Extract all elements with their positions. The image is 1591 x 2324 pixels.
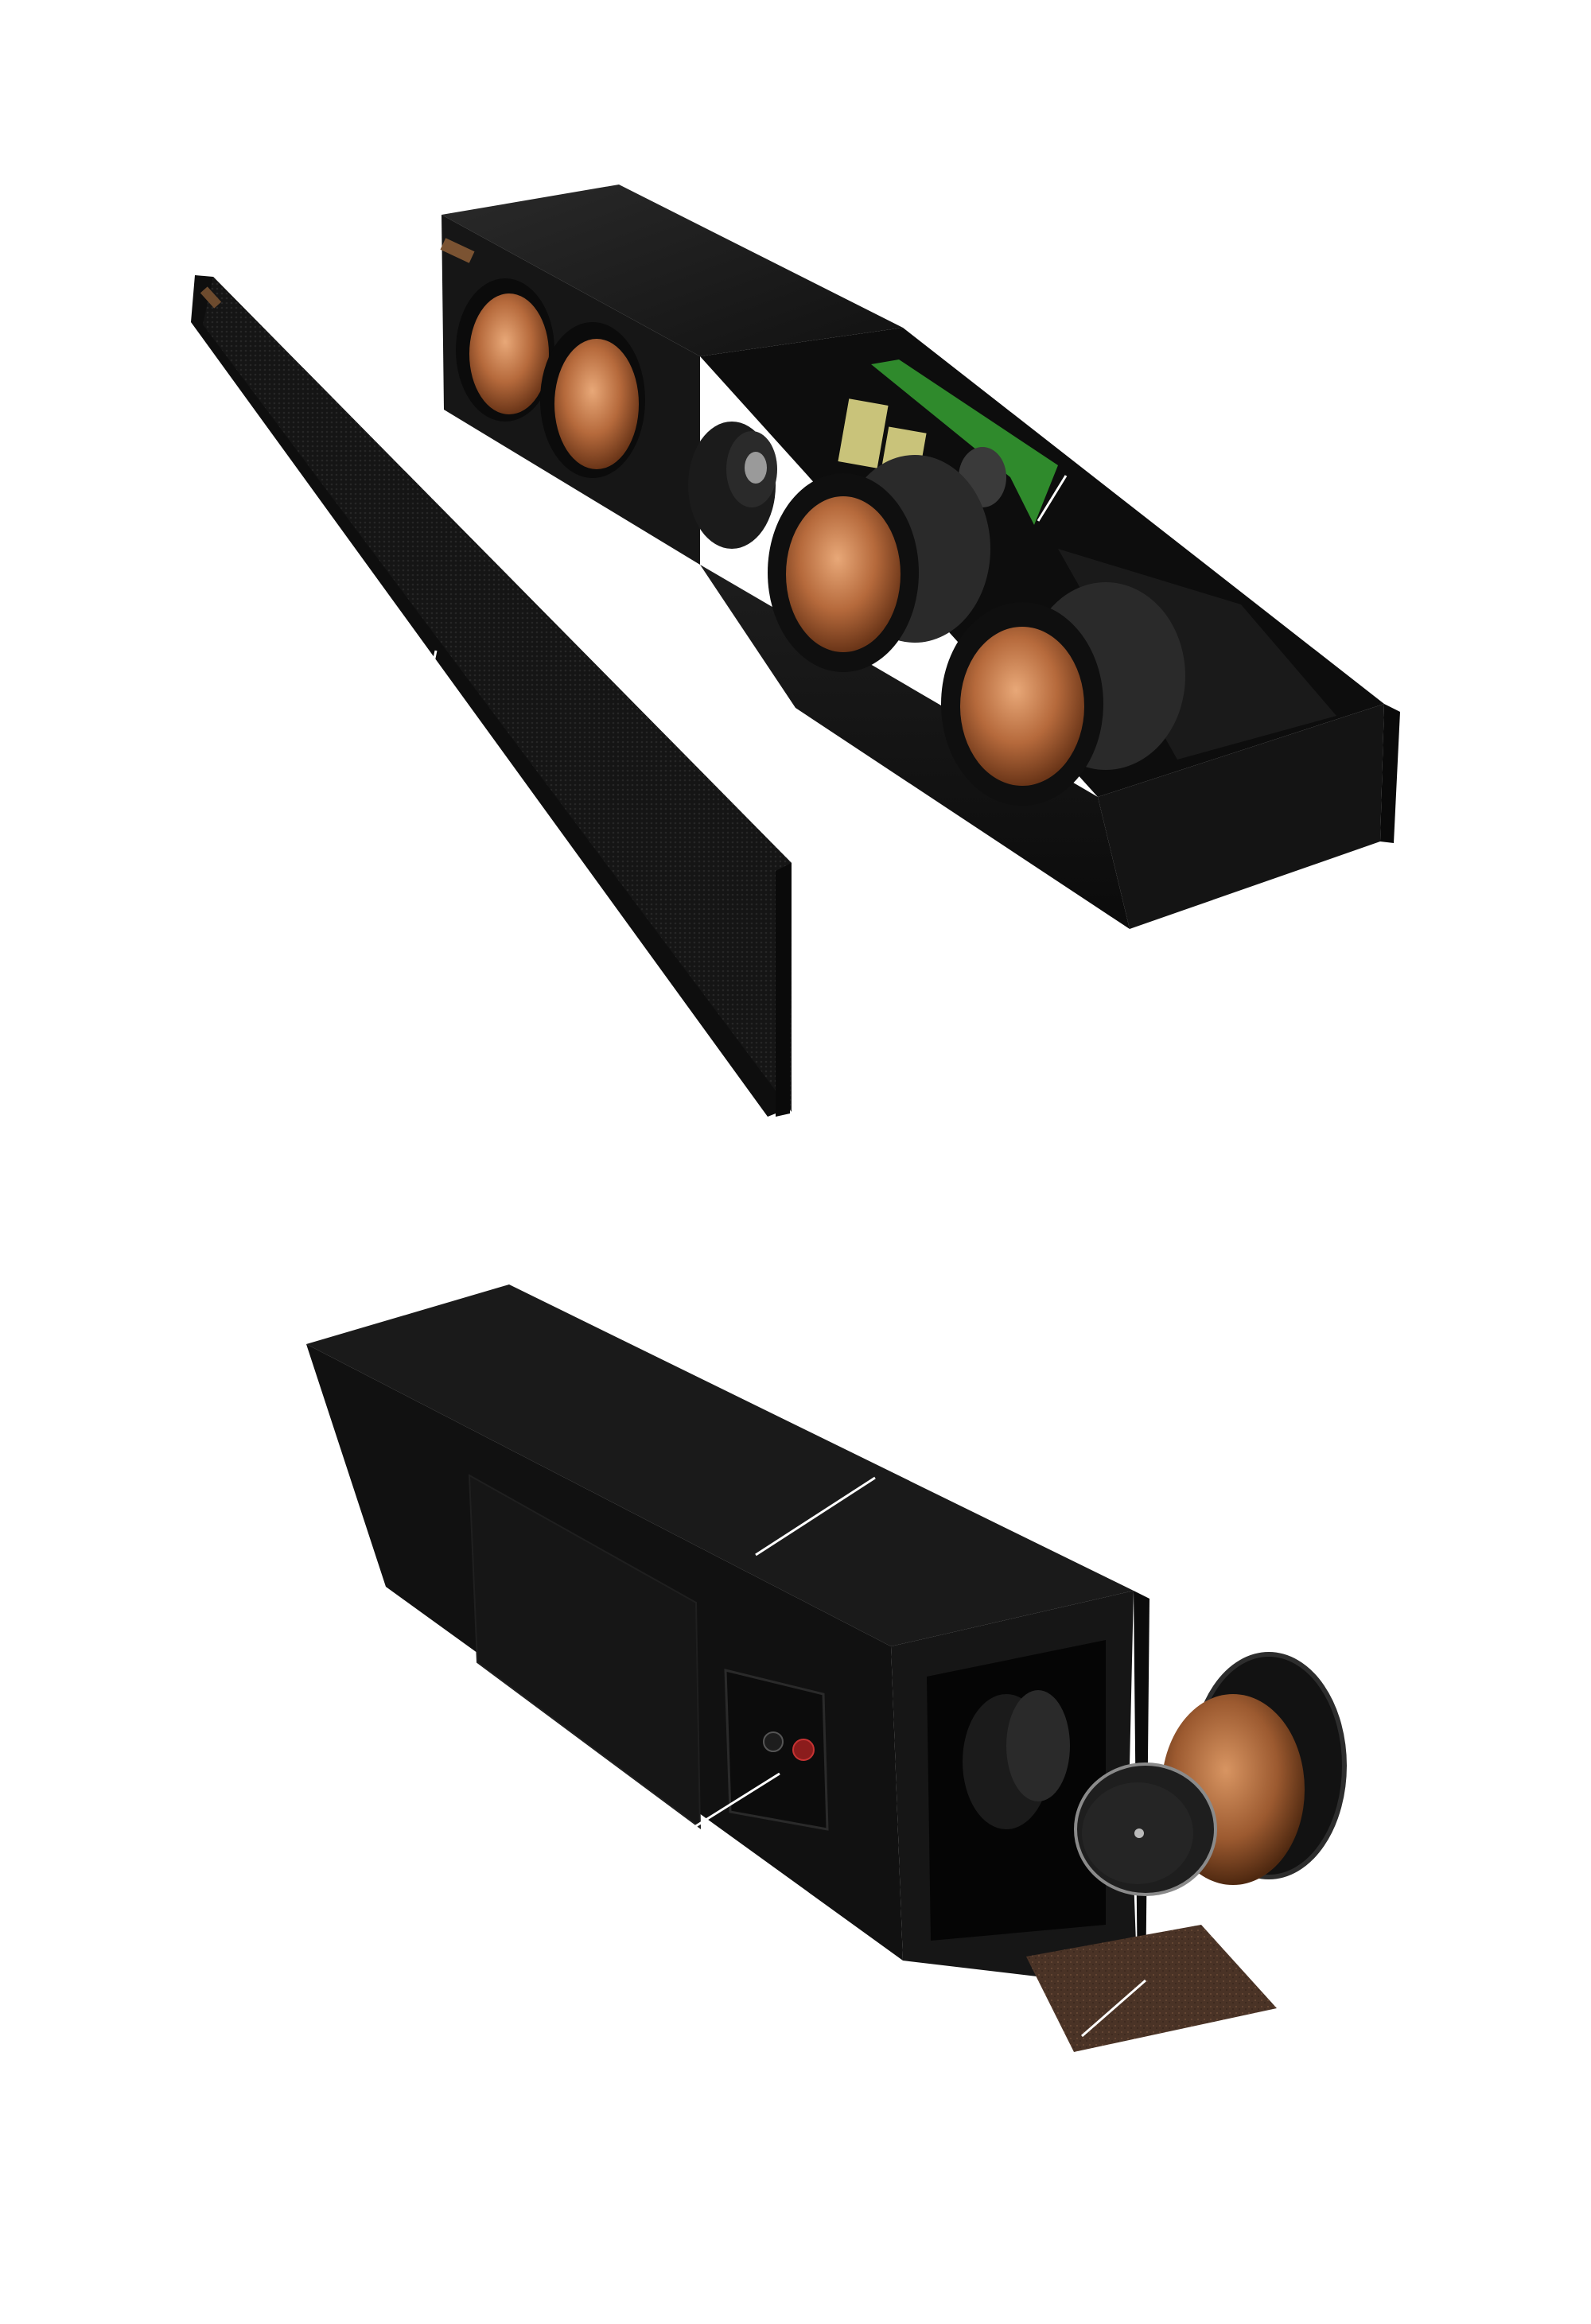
front-woofer-1 bbox=[456, 278, 554, 422]
grille-callout-line bbox=[420, 650, 438, 721]
cabinet-logo-badge bbox=[440, 238, 475, 263]
rear-cabinet bbox=[306, 1284, 1149, 1996]
tweeter-horn bbox=[688, 422, 777, 549]
exploded-rear-view bbox=[0, 1162, 1591, 2324]
speaker-grille bbox=[191, 275, 792, 1117]
exploded-woofer-1 bbox=[768, 455, 990, 672]
front-woofer-2 bbox=[540, 322, 645, 478]
grille-logo-badge bbox=[200, 286, 222, 309]
speaker-terminal-cup bbox=[724, 1669, 829, 1831]
exploded-woofer-rear bbox=[1074, 1652, 1347, 1896]
acoustic-damping-pad bbox=[1026, 1925, 1277, 2052]
rear-access-panel bbox=[468, 1474, 702, 1830]
interior-woofer bbox=[963, 1690, 1070, 1829]
exploded-front-view bbox=[191, 185, 1400, 1117]
pad-callout-line bbox=[1081, 1979, 1146, 2038]
binding-post-black bbox=[763, 1731, 784, 1752]
cabinet-callout-line bbox=[755, 1476, 876, 1556]
crossover-callout-line bbox=[1037, 475, 1068, 522]
exploded-woofer-2 bbox=[941, 582, 1185, 806]
terminal-callout-line bbox=[687, 1772, 780, 1832]
binding-post-red bbox=[792, 1739, 815, 1761]
